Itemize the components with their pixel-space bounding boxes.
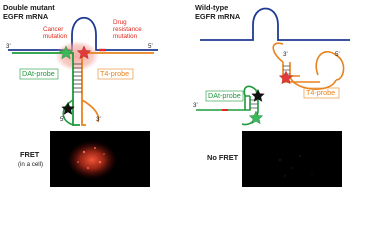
right-t4-5prime: 5'	[335, 51, 340, 58]
left-panel: Double mutant EGFR mRNA Cancer mutation …	[3, 3, 158, 187]
fret-cell-speckles	[77, 147, 105, 169]
left-title-line1: Double mutant	[3, 3, 55, 12]
right-t4-probe-label: T4-probe	[306, 88, 335, 97]
no-fret-cell-image	[242, 131, 342, 187]
drug-label-line3: mutation	[113, 33, 138, 40]
right-result-label: No FRET	[207, 153, 239, 162]
left-t4-probe-label: T4-probe	[100, 69, 129, 78]
left-result-line1: FRET	[20, 150, 40, 159]
drug-label-line1: Drug	[113, 19, 127, 26]
left-title-line2: EGFR mRNA	[3, 12, 49, 21]
drug-label-line2: resistance	[113, 26, 142, 33]
fret-glow	[55, 41, 99, 71]
right-title-line1: Wild-type	[195, 3, 228, 12]
right-t4-3prime: 3'	[283, 51, 288, 58]
left-stem-basepairs	[73, 63, 82, 93]
right-dat-probe-strand	[196, 95, 251, 111]
right-t4-probe-box	[303, 87, 340, 99]
left-mrna-5prime: 5'	[148, 43, 153, 50]
right-dat-3prime: 3'	[193, 102, 198, 109]
right-dat-probe-box	[205, 90, 244, 102]
left-t4-probe-tail	[81, 99, 100, 123]
right-mrna-strand	[200, 7, 350, 41]
left-dat-probe-label: DAt-probe	[22, 69, 55, 78]
left-dat-probe-strand	[12, 52, 80, 126]
cancer-label-line2: mutation	[43, 33, 68, 40]
right-panel: Wild-type EGFR mRNA 3' 5' T4-probe 3' DA…	[193, 3, 350, 187]
right-dat-basepairs	[250, 99, 258, 109]
cancer-label-line1: Cancer	[43, 26, 63, 33]
left-result-line2: (in a cell)	[18, 161, 43, 168]
left-t4-probe-box	[97, 68, 134, 80]
left-dat-probe-tail	[62, 99, 74, 126]
left-probe-3prime: 3'	[96, 116, 101, 123]
no-fret-cell-speckles	[279, 155, 313, 177]
fret-cell-signal	[66, 140, 118, 180]
left-t4-probe-strand	[81, 52, 154, 126]
left-mrna-strand	[8, 17, 158, 51]
right-dat-probe-label: DAt-probe	[208, 91, 241, 100]
left-mrna-3prime: 3'	[6, 43, 11, 50]
right-title-line2: EGFR mRNA	[195, 12, 241, 21]
left-dat-probe-box	[19, 68, 59, 80]
left-probe-5prime: 5'	[60, 116, 65, 123]
fret-diagram: Double mutant EGFR mRNA Cancer mutation …	[3, 3, 350, 187]
